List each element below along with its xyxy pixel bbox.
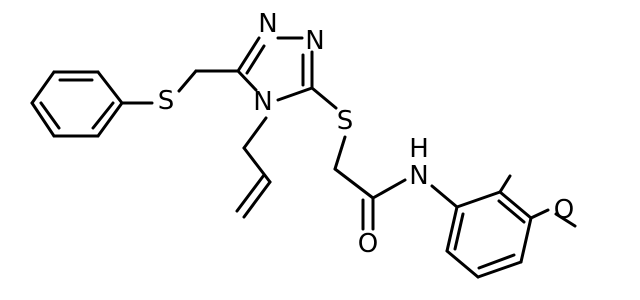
bond-allyl-ch-eq: [242, 180, 272, 219]
bond-n4-ch2: [242, 116, 268, 150]
atom-labels: N N N S S H N O O: [158, 9, 574, 259]
bond-phenyl-3-inner: [91, 101, 115, 130]
atom-amide-n: N: [409, 161, 428, 191]
atom-amide-h: H: [409, 134, 429, 164]
bond-c5-n1-inner: [245, 44, 266, 75]
bond-phenyl-6: [30, 70, 56, 105]
atom-methoxy-o: O: [554, 195, 574, 225]
atom-n4: N: [253, 87, 272, 117]
bond-s-ch2: [177, 69, 198, 93]
atom-n2: N: [305, 26, 324, 56]
bond-phenyl-5: [30, 101, 56, 138]
bond-phenyl-2: [96, 70, 124, 105]
bond-aryl-3: [519, 216, 533, 264]
atom-carbonyl-o: O: [358, 229, 378, 259]
bond-carbonyl-n: [371, 178, 407, 200]
bond-o-ch3: [554, 212, 577, 228]
bond-allyl-ch-eq-inner: [235, 173, 266, 213]
bond-c3-n4: [276, 86, 314, 102]
bonds: [30, 36, 577, 279]
bond-aryl-6-inner: [453, 212, 465, 251]
bond-phenyl-3: [96, 101, 124, 138]
bond-c5-n1: [236, 36, 261, 73]
bond-s-ch2-acetamide: [333, 135, 347, 171]
bond-aryl-4-inner: [477, 253, 516, 270]
bond-aryl-1: [455, 190, 502, 209]
bond-n4-c5: [236, 69, 258, 92]
bond-n-aryl: [430, 184, 459, 209]
bond-phenyl-5-inner: [39, 101, 61, 130]
bond-c3-s: [310, 86, 338, 110]
atom-s-right: S: [337, 106, 354, 136]
atom-n1: N: [258, 9, 277, 39]
bond-aryl-2: [498, 190, 533, 220]
atom-s-left: S: [158, 86, 175, 116]
bond-aryl-2-inner: [497, 199, 526, 224]
bond-ch2-carbonyl: [333, 167, 375, 200]
bond-allyl-ch-ch2: [242, 146, 272, 184]
bond-aryl-5: [445, 249, 480, 279]
bond-o-aryl-ring: [529, 208, 550, 220]
bond-aryl-4: [476, 260, 523, 279]
bond-aryl-o: [498, 174, 512, 194]
bond-aryl-6: [445, 205, 459, 253]
